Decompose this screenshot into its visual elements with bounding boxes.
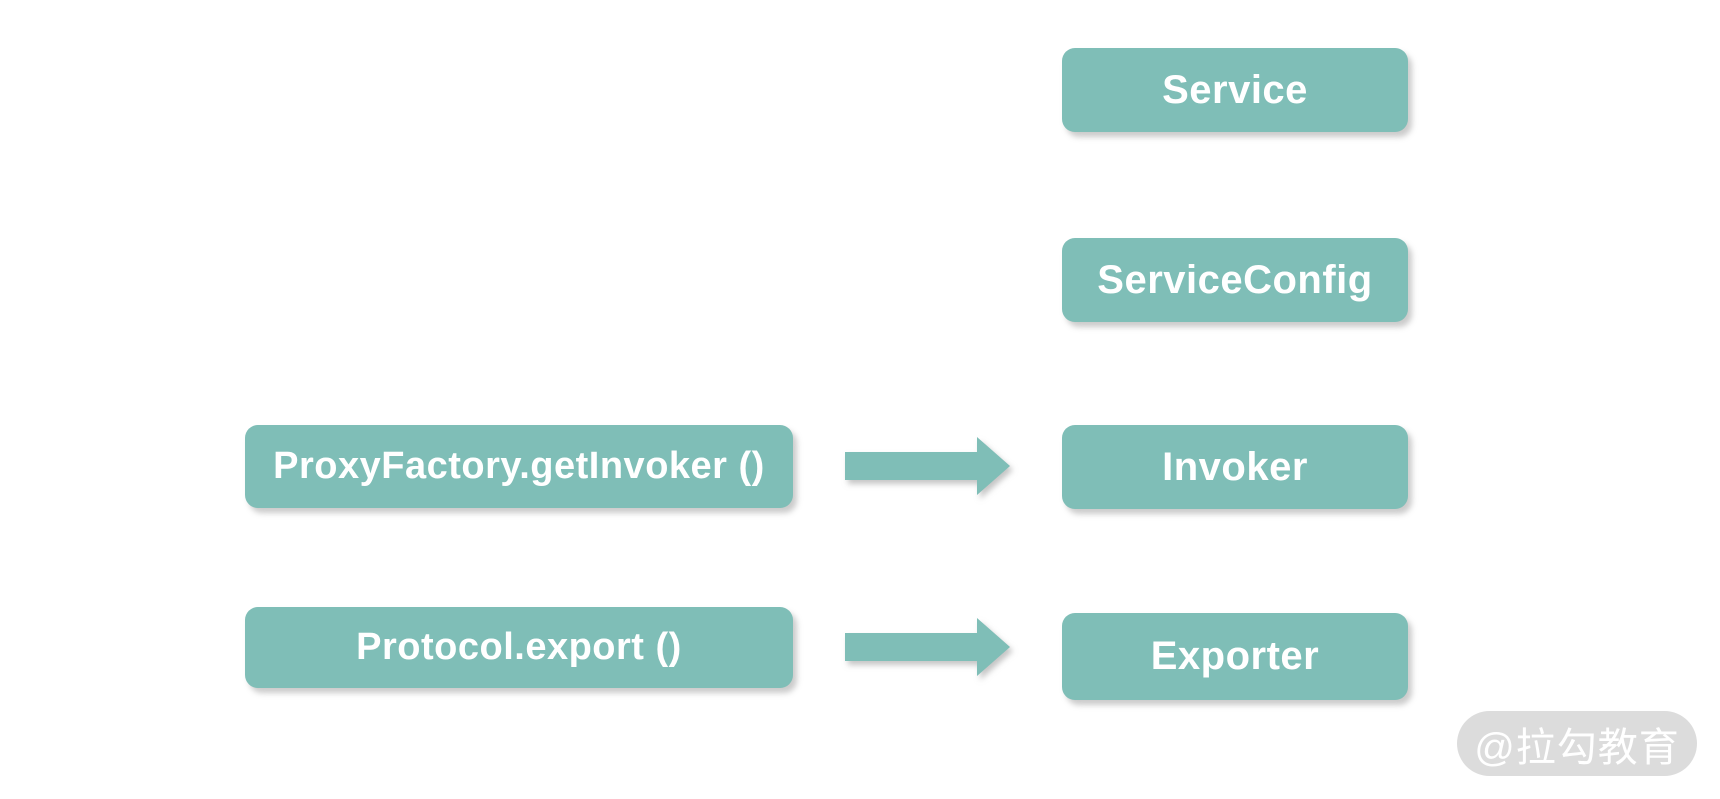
node-serviceconfig: ServiceConfig [1062, 238, 1408, 322]
arrow-right-icon [845, 618, 1010, 676]
node-protocol-export: Protocol.export () [245, 607, 793, 688]
watermark-badge: @拉勾教育 [1457, 711, 1697, 776]
node-exporter: Exporter [1062, 613, 1408, 700]
node-invoker: Invoker [1062, 425, 1408, 509]
arrow-right-icon [845, 437, 1010, 495]
node-service: Service [1062, 48, 1408, 132]
node-proxyfactory-getinvoker: ProxyFactory.getInvoker () [245, 425, 793, 508]
